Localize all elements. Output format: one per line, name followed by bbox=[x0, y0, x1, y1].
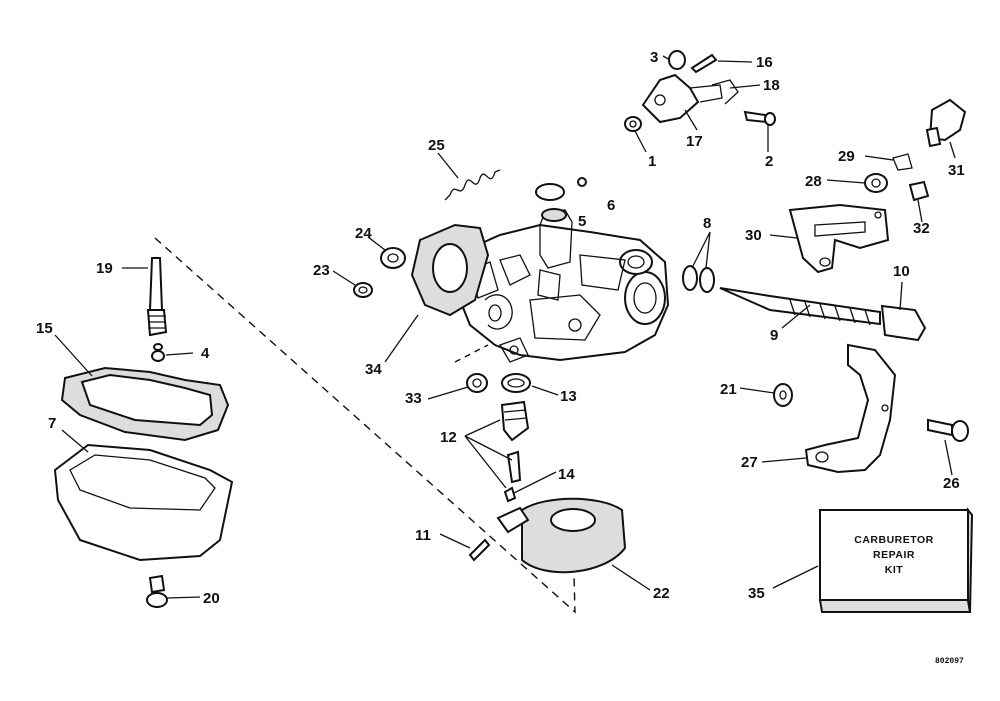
callout-21: 21 bbox=[720, 381, 737, 398]
callout-30: 30 bbox=[745, 227, 762, 244]
reference-code: 802097 bbox=[935, 657, 964, 666]
float-bowl-7 bbox=[53, 443, 234, 562]
spring-25 bbox=[444, 169, 501, 201]
packing-nut-10 bbox=[880, 304, 927, 342]
callout-28: 28 bbox=[805, 173, 822, 190]
callout-9: 9 bbox=[770, 327, 778, 344]
spring-4 bbox=[151, 343, 165, 362]
cap-3 bbox=[668, 50, 686, 70]
leader-lines bbox=[54, 55, 956, 599]
washer-21 bbox=[773, 383, 793, 407]
kit-label-line3: KIT bbox=[885, 564, 904, 576]
callout-13: 13 bbox=[560, 388, 577, 405]
throttle-arm-27 bbox=[804, 343, 897, 474]
float-22 bbox=[496, 497, 627, 574]
fitting-31 bbox=[925, 98, 967, 148]
callout-16: 16 bbox=[756, 54, 773, 71]
adjusting-needle-19 bbox=[146, 257, 168, 337]
callout-22: 22 bbox=[653, 585, 670, 602]
callout-32: 32 bbox=[913, 220, 930, 237]
callout-23: 23 bbox=[313, 262, 330, 279]
callout-27: 27 bbox=[741, 454, 758, 471]
needle-valve-9 bbox=[719, 287, 881, 326]
flange-gasket bbox=[410, 223, 490, 317]
bracket-30 bbox=[788, 203, 890, 274]
callout-35: 35 bbox=[748, 585, 765, 602]
dashed-alignment-line-2 bbox=[454, 344, 489, 363]
callout-2: 2 bbox=[765, 153, 773, 170]
float-valve-needle bbox=[506, 450, 522, 484]
callout-33: 33 bbox=[405, 390, 422, 407]
callout-10: 10 bbox=[893, 263, 910, 280]
kit-label-line2: REPAIR bbox=[873, 549, 915, 561]
nut-33 bbox=[466, 373, 488, 393]
callout-29: 29 bbox=[838, 148, 855, 165]
callout-5: 5 bbox=[578, 213, 586, 230]
callout-12: 12 bbox=[440, 429, 457, 446]
screw-16 bbox=[690, 53, 718, 74]
washer-28 bbox=[864, 173, 888, 193]
nut-32 bbox=[908, 180, 930, 202]
drain-screw-20 bbox=[146, 574, 168, 608]
washer-23 bbox=[353, 282, 373, 298]
callout-26: 26 bbox=[943, 475, 960, 492]
clip-29 bbox=[892, 153, 913, 171]
callout-11: 11 bbox=[415, 527, 431, 544]
callout-1: 1 bbox=[648, 153, 656, 170]
gasket-13 bbox=[501, 373, 531, 393]
callout-19: 19 bbox=[96, 260, 113, 277]
plug-5 bbox=[535, 183, 565, 201]
callout-6: 6 bbox=[607, 197, 615, 214]
washer-24 bbox=[380, 247, 406, 269]
callout-14: 14 bbox=[558, 466, 575, 483]
link-18 bbox=[711, 79, 739, 105]
kit-label-line1: CARBURETOR bbox=[854, 534, 933, 546]
repair-kit-box bbox=[818, 507, 974, 613]
bowl-gasket-15 bbox=[60, 366, 230, 442]
ball-6 bbox=[577, 177, 587, 187]
screw-26 bbox=[927, 418, 969, 442]
callout-25: 25 bbox=[428, 137, 445, 154]
callout-18: 18 bbox=[763, 77, 780, 94]
callout-15: 15 bbox=[36, 320, 53, 337]
screw-2 bbox=[743, 110, 776, 126]
callout-24: 24 bbox=[355, 225, 372, 242]
washer-1 bbox=[624, 116, 642, 132]
pin-14 bbox=[503, 486, 517, 503]
hinge-pin-11 bbox=[468, 538, 491, 562]
callout-labels: 1 2 3 4 5 6 7 8 9 10 11 12 13 14 15 16 1… bbox=[36, 49, 965, 607]
callout-8: 8 bbox=[703, 215, 711, 232]
carburetor-body bbox=[453, 208, 670, 363]
callout-7: 7 bbox=[48, 415, 56, 432]
float-valve-seat bbox=[500, 400, 530, 442]
washers-8 bbox=[682, 265, 715, 293]
callout-31: 31 bbox=[948, 162, 965, 179]
callout-17: 17 bbox=[686, 133, 703, 150]
callout-34: 34 bbox=[365, 361, 382, 378]
callout-4: 4 bbox=[201, 345, 210, 362]
throttle-lever-17 bbox=[641, 73, 723, 124]
callout-3: 3 bbox=[650, 49, 658, 66]
callout-20: 20 bbox=[203, 590, 220, 607]
dashed-alignment-line bbox=[154, 237, 576, 614]
